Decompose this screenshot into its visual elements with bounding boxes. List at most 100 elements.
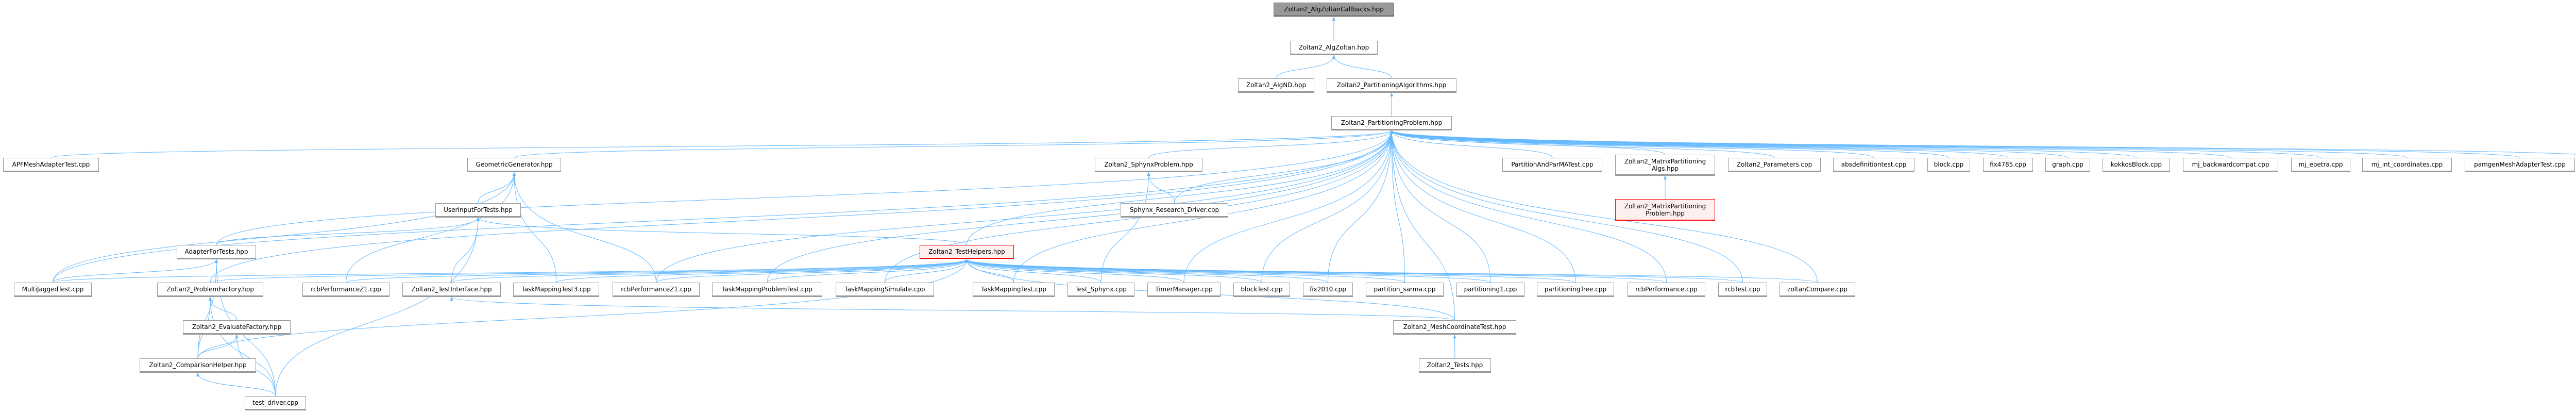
dependency-edge: [1332, 55, 1392, 79]
dependency-edge: [1390, 130, 2321, 158]
dependency-edge: [53, 172, 516, 283]
dependency-edge: [216, 130, 1394, 245]
graph-node[interactable]: test_driver.cpp: [245, 396, 306, 409]
graph-node[interactable]: Zoltan2_Tests.hpp: [1419, 358, 1491, 372]
graph-node[interactable]: kokkosBlock.cpp: [2103, 158, 2170, 171]
graph-node[interactable]: rcbPerformance.cpp: [1628, 283, 1705, 296]
graph-node[interactable]: fix4785.cpp: [1983, 158, 2033, 171]
dependency-edge: [965, 259, 1014, 283]
dependency-edge: [767, 259, 969, 283]
graph-node[interactable]: blockTest.cpp: [1233, 283, 1290, 296]
graph-node[interactable]: Zoltan2_PartitioningProblem.hpp: [1331, 116, 1452, 129]
dependency-edge: [965, 259, 1818, 283]
graph-node[interactable]: Zoltan2_PartitioningAlgorithms.hpp: [1327, 78, 1456, 92]
graph-node-focus: Zoltan2_AlgZoltanCallbacks.hpp: [1274, 3, 1394, 16]
graph-node[interactable]: Zoltan2_AlgZoltan.hpp: [1290, 41, 1378, 54]
graph-node[interactable]: fix2010.cpp: [1303, 283, 1353, 296]
dependency-edge: [1389, 130, 1667, 283]
graph-node[interactable]: Test_Sphynx.cpp: [1067, 283, 1134, 296]
graph-node[interactable]: partition_sarma.cpp: [1366, 283, 1444, 296]
dependency-edge: [197, 334, 239, 359]
graph-node[interactable]: UserInputForTests.hpp: [435, 203, 521, 217]
graph-node[interactable]: TaskMappingTest.cpp: [973, 283, 1055, 296]
dependency-edge: [556, 259, 969, 283]
graph-node[interactable]: Zoltan2_ComparisonHelper.hpp: [140, 358, 256, 372]
graph-node[interactable]: zoltanCompare.cpp: [1780, 283, 1855, 296]
graph-node[interactable]: Zoltan2_MatrixPartitioning Problem.hpp: [1615, 199, 1715, 220]
dependency-edge: [656, 259, 969, 283]
dependency-edge: [1174, 130, 1394, 204]
graph-node[interactable]: graph.cpp: [2045, 158, 2090, 171]
dependency-edge: [885, 259, 969, 283]
dependency-edge: [208, 296, 237, 321]
dependency-edge: [512, 172, 656, 283]
dependency-edge: [885, 130, 1394, 283]
graph-node[interactable]: pamgenMeshAdapterTest.cpp: [2465, 158, 2575, 171]
dependency-edge: [53, 259, 218, 283]
dependency-edge: [53, 259, 969, 283]
dependency-edge: [1390, 130, 1949, 158]
graph-node[interactable]: rcbTest.cpp: [1718, 283, 1767, 296]
dependency-edge: [1276, 55, 1336, 79]
dependency-edge: [197, 259, 218, 359]
graph-node[interactable]: rcbPerformanceZ1.cpp: [302, 283, 389, 296]
dependency-edge: [450, 296, 1455, 321]
dependency-edge: [767, 130, 1394, 283]
graph-node[interactable]: Zoltan2_TestHelpers.hpp: [920, 245, 1014, 258]
graph-node[interactable]: TaskMappingSimulate.cpp: [836, 283, 934, 296]
dependency-edge: [1390, 130, 2576, 155]
graph-node[interactable]: APFMeshAdapterTest.cpp: [3, 158, 99, 171]
graph-node[interactable]: TaskMappingProblemTest.cpp: [712, 283, 822, 296]
graph-node[interactable]: TaskMappingTest3.cpp: [513, 283, 599, 296]
graph-node[interactable]: Zoltan2_SphynxProblem.hpp: [1095, 158, 1202, 171]
dependency-edge: [210, 130, 1394, 283]
graph-node[interactable]: partitioning1.cpp: [1456, 283, 1524, 296]
graph-node[interactable]: absdefinitiontest.cpp: [1833, 158, 1914, 171]
graph-node[interactable]: Sphynx_Research_Driver.cpp: [1121, 203, 1228, 217]
graph-node[interactable]: block.cpp: [1927, 158, 1970, 171]
dependency-edge: [965, 259, 1743, 283]
dependency-edge: [1183, 130, 1394, 283]
dependency-edge: [1389, 130, 1405, 283]
graph-node[interactable]: MultiJaggedTest.cpp: [14, 283, 92, 296]
dependency-edge: [197, 259, 969, 359]
dependency-edge: [476, 217, 967, 245]
dependency-edge: [235, 334, 276, 397]
dependency-edge: [1013, 130, 1394, 283]
dependency-edge: [1261, 130, 1394, 283]
graph-node[interactable]: Zoltan2_MatrixPartitioning Algs.hpp: [1615, 155, 1715, 175]
dependency-edge: [1390, 130, 2137, 158]
graph-node[interactable]: AdapterForTests.hpp: [177, 245, 256, 258]
dependency-edge: [1100, 172, 1150, 283]
dependency-edge: [1390, 130, 2068, 158]
dependency-edge: [346, 172, 516, 283]
dependency-edge: [1390, 130, 2008, 158]
dependency-edge: [965, 259, 1667, 283]
graph-node[interactable]: Zoltan2_MeshCoordinateTest.hpp: [1393, 320, 1516, 334]
dependency-edge: [53, 130, 1394, 283]
dependency-edge: [275, 217, 480, 397]
dependency-edge: [656, 130, 1394, 283]
dependency-edge: [346, 259, 969, 283]
dependency-edge: [210, 259, 969, 283]
dependency-edge: [1390, 130, 2520, 158]
dependency-edge: [1389, 130, 1743, 283]
graph-node[interactable]: TimerManager.cpp: [1147, 283, 1221, 296]
graph-node[interactable]: Zoltan2_EvaluateFactory.hpp: [183, 320, 291, 334]
graph-node[interactable]: mj_backwardcompat.cpp: [2183, 158, 2278, 171]
graph-node[interactable]: Zoltan2_ProblemFactory.hpp: [157, 283, 263, 296]
graph-node[interactable]: partitioningTree.cpp: [1537, 283, 1614, 296]
dependency-edge: [965, 259, 1491, 283]
graph-node[interactable]: GeometricGenerator.hpp: [467, 158, 561, 171]
graph-node[interactable]: Zoltan2_AlgND.hpp: [1238, 78, 1314, 92]
graph-node[interactable]: rcbPerformanceZ1.cpp: [613, 283, 700, 296]
dependency-edge: [1389, 130, 1455, 321]
dependency-edge: [965, 259, 1101, 283]
graph-node[interactable]: mj_epetra.cpp: [2291, 158, 2350, 171]
graph-node[interactable]: Zoltan2_Parameters.cpp: [1728, 158, 1821, 171]
graph-node[interactable]: PartitionAndParMATest.cpp: [1502, 158, 1602, 171]
graph-node[interactable]: Zoltan2_TestInterface.hpp: [402, 283, 501, 296]
dependency-edge: [965, 259, 1328, 283]
graph-node[interactable]: mj_int_coordinates.cpp: [2362, 158, 2452, 171]
